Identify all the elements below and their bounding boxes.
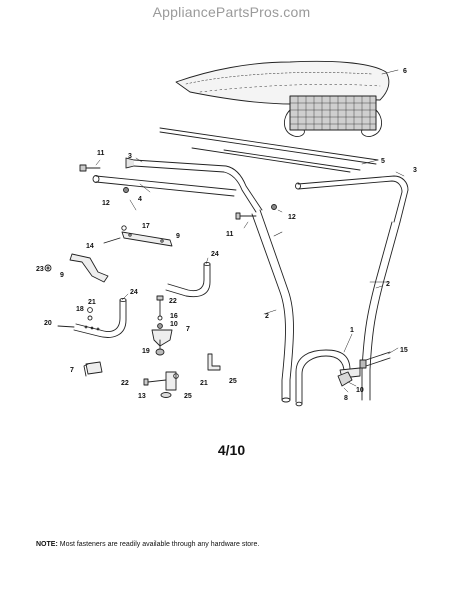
callout-2-right: 2 — [386, 281, 390, 288]
callout-23: 23 — [36, 266, 44, 273]
right-hardware — [337, 351, 391, 387]
callout-12-top: 12 — [102, 200, 110, 207]
tube-left — [57, 297, 127, 338]
note-text: Most fasteners are readily available thr… — [59, 541, 260, 548]
canopy — [175, 60, 399, 137]
callout-16: 16 — [170, 313, 178, 320]
clip-right — [207, 353, 221, 371]
callout-24-left: 24 — [130, 289, 138, 296]
callout-20: 20 — [44, 320, 52, 327]
callout-4: 4 — [138, 196, 142, 203]
callout-8: 8 — [344, 395, 348, 402]
bolt-mid — [235, 204, 277, 220]
callout-22-top: 22 — [169, 298, 177, 305]
callout-3-right: 3 — [413, 167, 417, 174]
stack-hardware — [151, 295, 173, 356]
left-upright — [251, 209, 294, 403]
callout-11-mid: 11 — [226, 231, 234, 238]
callout-1: 1 — [350, 327, 354, 334]
callout-12-mid: 12 — [288, 214, 296, 221]
clip-left — [83, 361, 103, 377]
callout-7-right: 7 — [186, 326, 190, 333]
callout-7-left: 7 — [70, 367, 74, 374]
top-frame-right — [295, 175, 409, 223]
bracket-left — [44, 253, 109, 283]
callout-24-right: 24 — [211, 251, 219, 258]
callout-10: 10 — [170, 321, 178, 328]
callout-25-right: 25 — [229, 378, 237, 385]
callout-21-left: 21 — [88, 299, 96, 306]
callout-10-right: 10 — [356, 387, 364, 394]
bolt-top — [79, 164, 129, 193]
callout-25-bottom: 25 — [184, 393, 192, 400]
note-label: NOTE: — [36, 541, 58, 548]
callout-15: 15 — [400, 347, 408, 354]
callout-6: 6 — [403, 68, 407, 75]
callout-2-left: 2 — [265, 313, 269, 320]
bottom-hardware — [143, 371, 179, 398]
callout-3-left: 3 — [128, 153, 132, 160]
right-upright — [361, 221, 401, 401]
callout-19: 19 — [142, 348, 150, 355]
top-frame-left — [92, 157, 263, 213]
callout-13: 13 — [138, 393, 146, 400]
callout-11-top: 11 — [97, 150, 105, 157]
callout-22-bottom: 22 — [121, 380, 129, 387]
callouts: 6 5 3 3 11 12 4 11 12 2 2 1 15 10 8 17 9… — [36, 68, 417, 402]
tube-right — [165, 261, 211, 298]
callout-5: 5 — [381, 158, 385, 165]
callout-18: 18 — [76, 306, 84, 313]
callout-9-top: 9 — [176, 233, 180, 240]
callout-14: 14 — [86, 243, 94, 250]
callout-9-left: 9 — [60, 272, 64, 279]
braces — [159, 127, 379, 173]
callout-17: 17 — [142, 223, 150, 230]
callout-21-bottom: 21 — [200, 380, 208, 387]
page-number: 4/10 — [217, 442, 246, 458]
bracket-top — [103, 225, 173, 247]
watermark: AppliancePartsPros.com — [152, 4, 311, 20]
footnote: NOTE: Most fasteners are readily availab… — [36, 541, 259, 548]
